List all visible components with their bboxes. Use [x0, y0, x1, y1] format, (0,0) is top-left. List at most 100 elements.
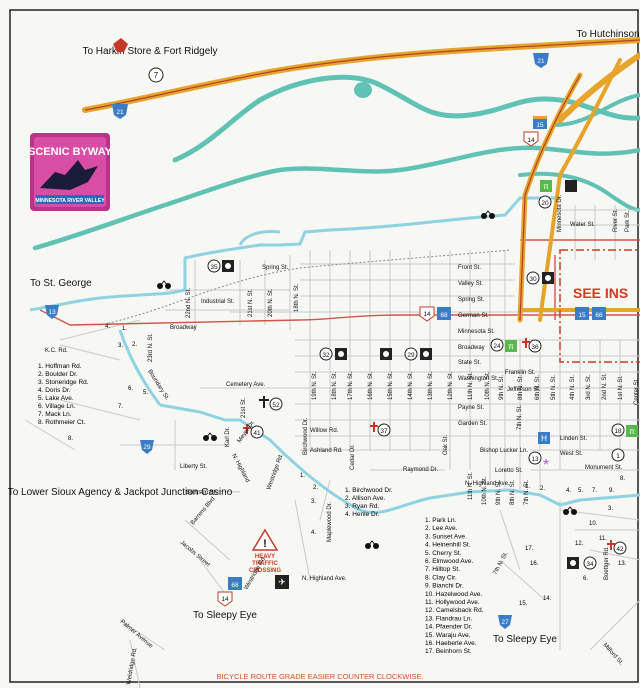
svg-text:8th N. St.: 8th N. St.: [510, 480, 516, 505]
svg-text:Front St.: Front St.: [458, 265, 481, 271]
svg-text:11.: 11.: [599, 536, 607, 542]
shield-68-inset: 68: [592, 307, 606, 320]
poi-34: 34: [583, 556, 597, 570]
park-icon: [222, 260, 234, 272]
svg-text:Maplewood Dr.: Maplewood Dr.: [327, 502, 333, 542]
svg-text:16.: 16.: [530, 561, 539, 567]
street-list-item: 1. Park Ln.: [425, 517, 457, 524]
svg-text:10th N. St.: 10th N. St.: [482, 476, 488, 505]
numbered-street-markers: 4.1.3.2. 6.5.7.8. 2.3.4.1. 2.1.4.5. 7.9.…: [68, 324, 627, 607]
poi-29: 29: [404, 347, 418, 361]
shield-21-east: 21: [533, 53, 549, 68]
svg-text:π: π: [629, 427, 635, 436]
svg-text:Park St.: Park St.: [625, 210, 631, 232]
railroad: [99, 249, 511, 326]
svg-text:2.: 2.: [313, 485, 318, 491]
svg-text:Boettger Rd.: Boettger Rd.: [604, 546, 610, 580]
svg-text:23rd N. St.: 23rd N. St.: [148, 333, 154, 362]
svg-text:6.: 6.: [128, 386, 133, 392]
shield-15-inset: 15: [575, 307, 589, 320]
svg-text:34: 34: [586, 561, 594, 568]
to-harkin-label: To Harkin Store & Fort Ridgely: [82, 46, 217, 57]
svg-text:15th N. St.: 15th N. St.: [388, 371, 394, 400]
svg-text:41: 41: [253, 430, 261, 437]
shield-14-mid: 14: [419, 306, 435, 322]
svg-text:3.: 3.: [608, 506, 613, 512]
svg-text:11th N. St.: 11th N. St.: [468, 372, 474, 400]
street-list-item: 15. Waraju Ave.: [425, 632, 471, 639]
street-list-item: 16. Haeberle Ave.: [425, 640, 477, 647]
poi-20: 20: [538, 195, 552, 209]
svg-text:Cedar Dr.: Cedar Dr.: [350, 444, 356, 470]
bike-route-west: [118, 329, 162, 406]
svg-text:H: H: [541, 434, 547, 443]
svg-text:Payne St.: Payne St.: [458, 405, 484, 411]
svg-text:9.: 9.: [609, 488, 614, 494]
svg-text:9th N. St.: 9th N. St.: [499, 375, 505, 400]
svg-text:14th N. St.: 14th N. St.: [408, 371, 414, 400]
svg-text:20th N. St.: 20th N. St.: [268, 288, 274, 317]
svg-text:Ashland Rd.: Ashland Rd.: [310, 448, 343, 454]
south-street-list: 1. Park Ln.2. Lee Ave.3. Sunset Ave.4. H…: [425, 517, 484, 655]
svg-text:HEAVY: HEAVY: [255, 554, 275, 560]
street-list-item: 11. Hollywood Ave.: [425, 599, 480, 606]
logo-title: SCENIC BYWAY: [28, 146, 113, 158]
info-icon: H: [538, 432, 550, 444]
footer-note: BICYCLE ROUTE GRADE EASIER COUNTER CLOCK…: [216, 672, 423, 681]
svg-text:Jefferson St.: Jefferson St.: [507, 387, 541, 393]
highway-centerlines: [84, 39, 640, 321]
to-sleepy-eye-label-2: To Sleepy Eye: [493, 634, 557, 645]
svg-text:Broadway: Broadway: [170, 325, 197, 331]
svg-text:52: 52: [272, 402, 280, 409]
svg-text:4.: 4.: [311, 530, 316, 536]
street-list-item: 3. Ryan Rd.: [345, 503, 380, 510]
asterisk-icon: *: [543, 457, 549, 474]
picnic-icon: π: [626, 425, 638, 437]
street-labels: Front St. Valley St. Spring St. German S…: [45, 222, 623, 582]
svg-text:29: 29: [407, 352, 415, 359]
svg-text:21st St.: 21st St.: [241, 397, 247, 418]
street-list-item: 7. Hilltop St.: [425, 566, 460, 573]
svg-text:10.: 10.: [589, 521, 598, 527]
shield-13: 13: [45, 305, 59, 319]
svg-text:8th N. St.: 8th N. St.: [518, 375, 524, 400]
street-list-item: 8. Rothmeier Ct.: [38, 419, 86, 426]
poi-1: 1: [611, 448, 625, 462]
street-list-item: 17. Beinhorn St.: [425, 648, 472, 655]
svg-text:4.: 4.: [105, 324, 110, 330]
svg-text:21: 21: [537, 58, 545, 65]
svg-text:7th N. St.: 7th N. St.: [524, 480, 530, 505]
main-river: [32, 145, 640, 251]
svg-text:West St.: West St.: [560, 451, 583, 457]
street-list-item: 10. Hazelwood Ave.: [425, 591, 483, 598]
shield-7: 7: [148, 67, 164, 83]
svg-text:Somsen St.: Somsen St.: [186, 490, 217, 496]
svg-text:9th N. St.: 9th N. St.: [496, 480, 502, 505]
highway-15-b: [538, 58, 622, 322]
street-list-item: 4. Henle Dr.: [345, 511, 380, 518]
to-lower-sioux-label: To Lower Sioux Agency & Jackpot Junction…: [8, 487, 233, 498]
svg-text:35: 35: [210, 264, 218, 271]
svg-text:5.: 5.: [143, 390, 148, 396]
svg-text:N. Highland Ave.: N. Highland Ave.: [465, 481, 510, 487]
poi-markers: 20 24 30 32 29 35 36 37 41 52 13 18 1 42…: [207, 195, 627, 570]
svg-text:State St.: State St.: [458, 360, 481, 366]
eagle-icon: [40, 160, 98, 190]
svg-text:Loretto St.: Loretto St.: [495, 468, 523, 474]
svg-text:13: 13: [531, 456, 539, 463]
logo-subtitle: MINNESOTA RIVER VALLEY: [35, 198, 105, 204]
shield-21-west: 21: [112, 104, 128, 119]
highway-21-east: [557, 52, 640, 123]
svg-text:2.: 2.: [540, 486, 545, 492]
shield-29: 29: [140, 440, 154, 454]
church-cross-icon: [522, 338, 530, 348]
svg-text:Franklin St.: Franklin St.: [505, 370, 536, 376]
facility-icons: π π π H ✈: [222, 180, 638, 589]
park-icon: [380, 348, 392, 360]
street-list-item: 2. Lee Ave.: [425, 525, 458, 532]
church-cross-icon: [370, 422, 378, 432]
svg-text:7.: 7.: [592, 488, 597, 494]
svg-text:17th N. St.: 17th N. St.: [348, 371, 354, 400]
svg-text:N. Highland Ave.: N. Highland Ave.: [302, 576, 347, 582]
bicycle-icon: [481, 210, 495, 219]
